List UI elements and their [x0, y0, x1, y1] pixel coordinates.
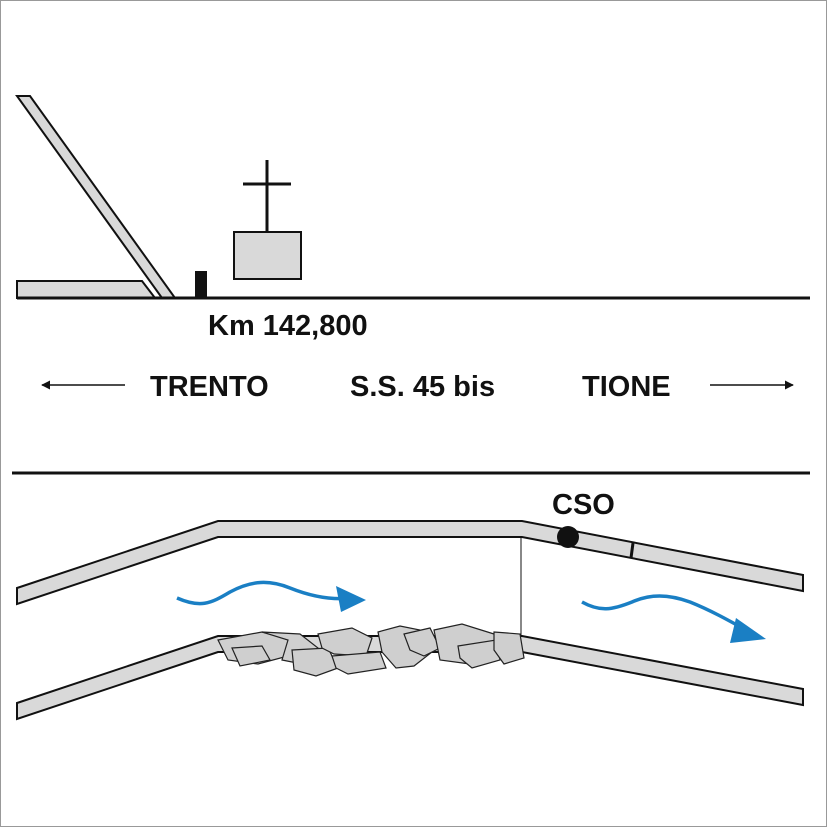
cso-point-icon: [557, 526, 579, 548]
top-plan-view: Km 142,800: [15, 95, 810, 342]
left-town-label: TRENTO: [150, 371, 269, 403]
road-label: S.S. 45 bis: [350, 371, 495, 403]
right-town-label: TIONE: [582, 371, 671, 403]
cross-icon: [243, 160, 291, 232]
flow-arrow-icon: [581, 594, 766, 643]
culvert-upper-wall: [16, 520, 804, 606]
direction-row: TRENTO S.S. 45 bis TIONE: [41, 371, 794, 403]
building: [233, 231, 302, 280]
joint-mark: [629, 542, 635, 559]
blockage-deposit: [217, 623, 525, 677]
diagonal-road: [15, 95, 177, 299]
km-post: [195, 271, 207, 298]
culvert-section: CSO: [16, 489, 804, 721]
side-road: [16, 280, 158, 299]
flow-arrow-icon: [176, 580, 366, 612]
km-label: Km 142,800: [208, 310, 368, 342]
cso-label: CSO: [552, 489, 615, 521]
